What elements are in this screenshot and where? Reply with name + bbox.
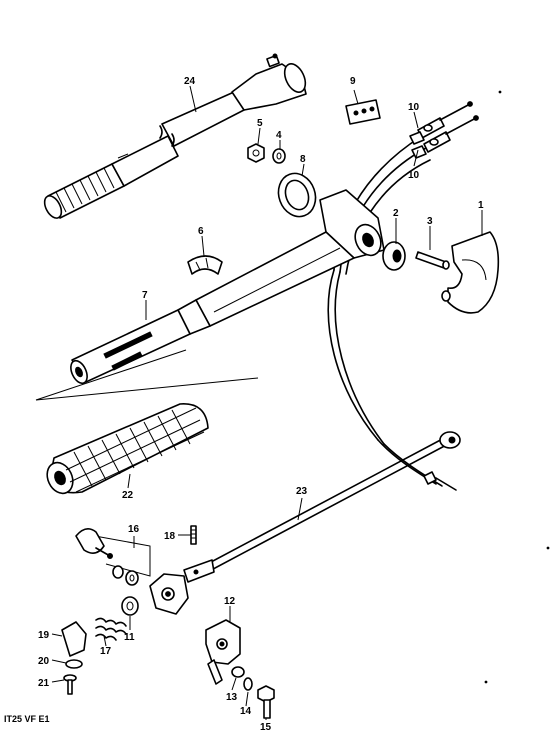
grip-part — [46, 403, 209, 495]
label-part-9: 9 — [350, 76, 356, 87]
tiller-arm-part — [70, 189, 385, 385]
label-part-18: 18 — [164, 531, 176, 542]
bracket-washer-part — [231, 666, 245, 678]
label-part-23: 23 — [296, 486, 308, 497]
label-part-17: 17 — [100, 646, 112, 657]
leader-lines — [51, 85, 483, 720]
screw-part — [190, 525, 197, 545]
bracket-bolt-part — [257, 685, 275, 719]
diagram-code: IT25 VF E1 — [4, 714, 50, 724]
switch-plate-part — [75, 528, 151, 586]
knob-part — [61, 621, 87, 657]
collar-part — [121, 596, 139, 616]
bracket-part — [205, 619, 241, 685]
label-part-7: 7 — [142, 290, 148, 301]
part-labels: 1 2 3 4 5 6 7 8 9 10 10 11 12 13 14 15 1… — [38, 76, 484, 733]
knob-washer-part — [65, 659, 83, 669]
cable-end-lower — [423, 115, 479, 153]
assembly-guide-lines — [35, 349, 259, 401]
label-part-1: 1 — [478, 200, 484, 211]
bush-part — [382, 241, 406, 271]
label-part-20: 20 — [38, 656, 50, 667]
pin-part — [415, 251, 450, 270]
label-part-8: 8 — [300, 154, 306, 165]
label-part-6: 6 — [198, 226, 204, 237]
label-part-21: 21 — [38, 678, 50, 689]
label-part-15: 15 — [260, 722, 272, 733]
label-part-24: 24 — [184, 76, 196, 87]
label-part-2: 2 — [393, 208, 399, 219]
label-part-14: 14 — [240, 706, 252, 717]
stop-block-part — [149, 573, 189, 615]
label-part-19: 19 — [38, 630, 50, 641]
bracket-lockwasher-part — [243, 677, 253, 691]
stop-rod-part — [183, 431, 461, 583]
label-part-22: 22 — [122, 490, 134, 501]
saddle-part — [187, 255, 223, 275]
nut-part — [247, 143, 265, 163]
label-part-11: 11 — [124, 632, 135, 643]
label-part-5: 5 — [257, 118, 263, 129]
label-part-16: 16 — [128, 524, 140, 535]
scan-dots — [484, 90, 550, 684]
label-part-10-lower: 10 — [408, 170, 420, 181]
knob-screw-part — [63, 674, 77, 695]
label-part-12: 12 — [224, 596, 236, 607]
label-part-3: 3 — [427, 216, 433, 227]
washer-part — [272, 148, 286, 164]
spring-part — [95, 617, 127, 641]
cover-part — [441, 231, 500, 314]
throttle-tube-part — [43, 53, 307, 219]
label-part-4: 4 — [276, 130, 282, 141]
cable-end-left — [409, 131, 427, 159]
label-part-10-upper: 10 — [408, 102, 420, 113]
ring-part — [277, 172, 317, 218]
label-part-13: 13 — [226, 692, 238, 703]
cable-clamp-part — [345, 99, 381, 125]
